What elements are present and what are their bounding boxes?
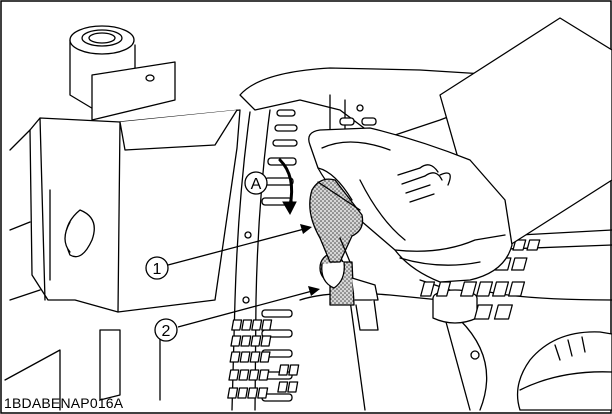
callout-1-circle: [145, 256, 169, 280]
leader-line-1: [167, 227, 309, 266]
curved-arrow-icon: [278, 158, 294, 208]
pedal-pad: [309, 178, 364, 263]
callout-2-label: 2: [162, 323, 171, 340]
leader-arrow-1-icon: [300, 224, 312, 234]
callout-2-circle: [154, 318, 178, 342]
floor-panel: [231, 67, 612, 411]
callout-2: 2: [154, 318, 178, 342]
steering-column: [69, 25, 176, 121]
motion-marker-circle: [244, 171, 268, 195]
second-boot: [516, 331, 612, 411]
operator-boot: [308, 17, 612, 283]
leader-line-2: [177, 289, 317, 328]
floor-grid-left: [227, 319, 300, 399]
figure-code: 1BDABENAP016A: [4, 395, 124, 411]
pedal-stem: [319, 253, 379, 306]
callout-1: 1: [145, 256, 169, 280]
curved-arrow-head-icon: [282, 201, 297, 216]
motion-marker: A: [244, 158, 297, 216]
motion-marker-label: A: [251, 176, 262, 193]
pedal-base: [355, 299, 379, 331]
side-panel: [4, 109, 241, 411]
callout-1-label: 1: [153, 261, 162, 278]
leader-arrow-2-icon: [308, 286, 320, 296]
